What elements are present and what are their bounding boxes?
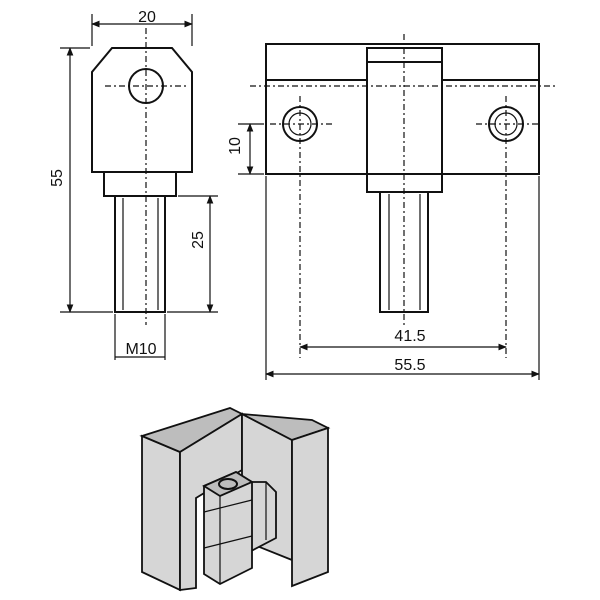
side-view: 20 55 25 M10 [49,9,218,360]
isometric-view [139,407,331,592]
dim-label-hole-offset: 10 [227,137,244,155]
front-view: 10 41.5 55.5 [227,34,555,380]
side-view-stud [114,195,166,313]
side-view-collar [103,171,177,197]
frame-right-outer [291,426,329,588]
knuckle-seg-line [203,535,253,549]
knuckle-seg-line [203,499,253,513]
dim-label-total-height: 55 [49,169,66,187]
dim-label-top-width: 20 [138,9,156,26]
hinge-knuckle-top [202,470,254,498]
dim-label-thread-size: M10 [125,341,156,358]
dim-label-overall-width: 55.5 [394,357,425,374]
frame-left-face [141,434,181,592]
dim-label-hole-spacing: 41.5 [394,328,425,345]
front-view-stud [379,191,429,313]
hinge-pin-hole [218,478,238,490]
front-view-plate [265,43,540,175]
dim-label-thread-length: 25 [190,231,207,249]
side-view-head [91,47,193,173]
